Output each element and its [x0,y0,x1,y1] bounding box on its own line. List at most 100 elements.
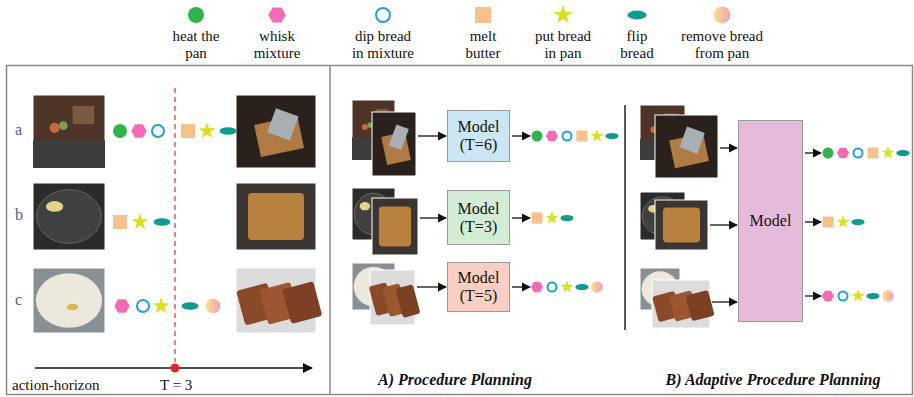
legend-label: flip bread [615,28,660,62]
action-sequence [532,129,619,141]
put-symbol [560,280,573,292]
remove-symbol [591,281,603,293]
flow-arrow [710,224,737,225]
flip-symbol [896,150,909,156]
melt-symbol [181,124,195,138]
put-symbol [553,5,572,23]
model-box: Model (T=6) [447,110,510,162]
dip-symbol [376,8,390,22]
put-symbol [836,215,849,227]
flip-symbol [220,127,237,135]
panel-caption: A) Procedure Planning [340,370,570,390]
melt-symbol [475,7,491,23]
action-sequence [823,146,910,158]
whisk-symbol [837,148,849,158]
legend-label: dip bread in mixture [350,28,416,62]
flip-symbol [605,133,618,139]
model-label: Model (T=5) [452,269,505,305]
horizon-line [174,88,175,362]
heat-symbol [188,7,204,23]
action-sequence [822,289,894,302]
flip-symbol [154,218,171,226]
put-symbol [851,289,864,301]
remove-symbol [206,299,221,314]
melt-symbol [868,148,879,159]
photo [33,268,105,333]
flip-symbol [575,284,588,290]
photo [236,268,322,333]
axis-label: T = 3 [160,375,192,395]
flip-symbol [627,11,646,20]
model-label: Model (T=3) [452,200,505,236]
melt-symbol [113,215,127,229]
whisk-symbol [546,131,558,141]
model-label: Model (T=6) [452,118,505,154]
photo [652,280,715,328]
remove-symbol [714,7,731,24]
flip-symbol [851,219,864,225]
put-symbol [132,213,149,229]
action-sequence [113,122,236,138]
action-sequence [113,213,170,229]
model-box: Model [738,120,803,322]
flow-arrow [805,152,821,153]
photo [372,198,418,255]
flip-symbol [866,293,879,299]
flow-arrow [512,286,530,287]
legend-label: heat the pan [166,28,226,62]
photo [655,115,718,178]
flow-arrow [720,147,737,148]
put-symbol [545,211,558,223]
legend-label: remove bread from pan [672,28,772,62]
photo [369,270,421,325]
dip-symbol [854,149,863,158]
axis-label: action-horizon [12,375,99,395]
heat-symbol [532,131,543,142]
panel-caption: B) Adaptive Procedure Planning [636,370,910,390]
legend-label: melt butter [458,28,508,62]
legend-label: put bread in pan [530,28,596,62]
flow-arrow [417,286,446,287]
model-box: Model (T=5) [447,262,510,312]
panel-divider [329,65,331,395]
put-symbol [590,129,603,141]
photo [236,95,316,168]
horizon-dot [171,364,180,373]
remove-symbol [882,290,894,302]
flow-arrow [712,301,737,302]
put-symbol [199,122,216,138]
whisk-symbol [822,291,834,301]
whisk-symbol [531,282,543,292]
heat-symbol [823,148,834,159]
whisk-symbol [268,7,286,22]
heat-symbol [113,124,127,138]
action-sequence [823,215,865,227]
figure-frame [7,66,913,395]
flow-arrow [418,135,446,136]
photo [33,95,105,168]
flow-arrow [420,217,446,218]
photo [372,112,416,176]
flow-arrow [805,295,821,296]
dip-symbol [548,283,557,292]
flip-symbol [182,302,199,310]
photo [236,183,316,250]
row-letter: c [15,290,22,310]
put-symbol [153,297,170,313]
photo [33,183,105,250]
dip-symbol [563,132,572,141]
panel-divider [624,105,626,330]
melt-symbol [532,213,543,224]
row-letter: b [15,205,23,225]
legend-symbols [188,5,730,23]
flow-arrow [512,135,530,136]
flip-symbol [560,215,573,221]
row-letter: a [15,120,22,140]
action-sequence [532,211,574,223]
flow-arrow [512,217,530,218]
action-sequence [114,297,220,313]
photo [655,200,708,250]
action-sequence [531,280,603,293]
dip-symbol [137,300,149,312]
melt-symbol [823,217,834,228]
